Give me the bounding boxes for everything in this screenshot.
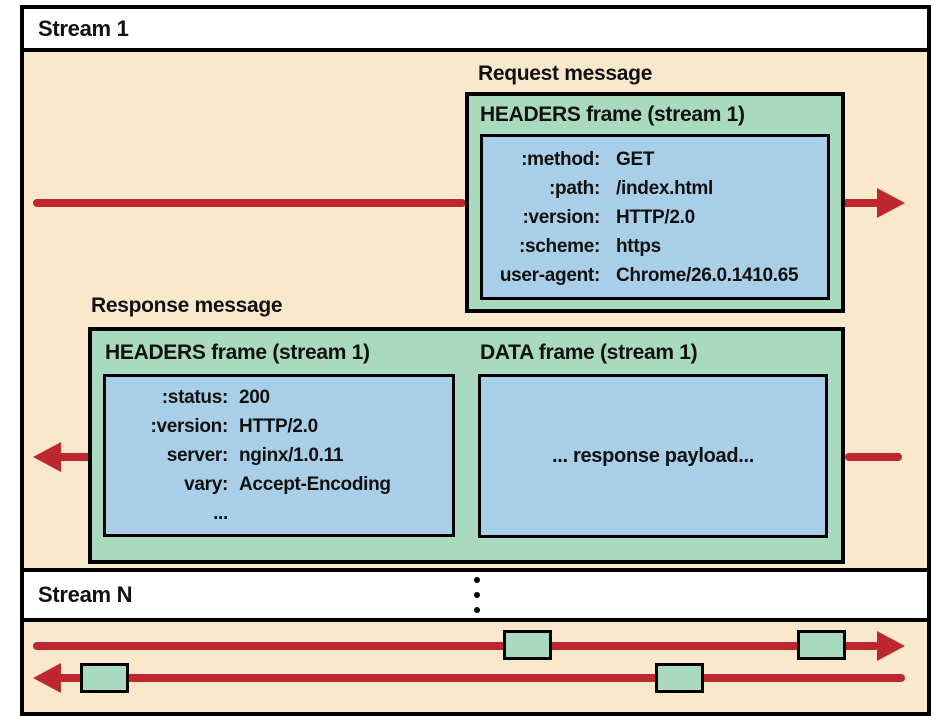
frame-chip-icon	[797, 630, 846, 660]
header-key: vary:	[184, 474, 228, 495]
header-row: :path: /index.html	[483, 174, 827, 203]
header-row: vary: Accept-Encoding	[106, 470, 452, 499]
header-row: :method: GET	[483, 145, 827, 174]
request-headers-box: :method: GET :path: /index.html :version…	[480, 134, 830, 300]
response-headers-box: :status: 200 :version: HTTP/2.0 server: …	[103, 374, 455, 537]
response-arrow-head-icon	[33, 442, 61, 472]
header-row: server: nginx/1.0.11	[106, 441, 452, 470]
response-data-frame: DATA frame (stream 1) ... response paylo…	[478, 331, 828, 538]
stream1-label: Stream 1	[38, 15, 129, 41]
header-row: ...	[106, 499, 452, 528]
frame-chip-icon	[655, 663, 704, 693]
header-value: 200	[239, 387, 270, 408]
streamN-response-arrow-head-icon	[33, 663, 61, 693]
request-arrow-head-icon	[877, 188, 905, 218]
dot	[474, 607, 480, 613]
header-key: :path:	[549, 177, 600, 199]
streamN-lane	[24, 622, 927, 712]
header-row: user-agent: Chrome/26.0.1410.65	[483, 261, 827, 290]
header-key: :status:	[161, 387, 229, 408]
response-arrow-line-left	[58, 453, 90, 461]
header-key: :method:	[521, 148, 600, 170]
response-payload-box: ... response payload...	[478, 374, 828, 538]
request-arrow-line-right	[845, 199, 881, 207]
frame-chip-icon	[80, 663, 129, 693]
header-key: user-agent:	[499, 264, 600, 286]
header-key: ...	[213, 503, 228, 524]
response-headers-frame-title: HEADERS frame (stream 1)	[105, 341, 370, 364]
stream1-title-bar: Stream 1	[24, 9, 927, 48]
vertical-ellipsis-icon	[474, 577, 480, 619]
request-headers-frame: HEADERS frame (stream 1) :method: GET :p…	[465, 92, 845, 313]
streamN-title-bar: Stream N	[24, 572, 927, 618]
header-value: /index.html	[616, 177, 713, 199]
streamN-response-arrow-line	[58, 674, 905, 682]
header-value: HTTP/2.0	[616, 206, 695, 228]
response-payload-text: ... response payload...	[551, 444, 755, 467]
header-row: :scheme: https	[483, 232, 827, 261]
streamN-request-arrow-head-icon	[877, 631, 905, 661]
request-message-label: Request message	[478, 62, 653, 85]
divider	[24, 568, 927, 572]
streamN-label: Stream N	[38, 582, 133, 607]
divider	[24, 48, 927, 52]
header-key: :scheme:	[518, 235, 600, 257]
request-arrow-line-left	[33, 199, 466, 207]
header-row: :version: HTTP/2.0	[106, 412, 452, 441]
frame-chip-icon	[503, 630, 552, 660]
dot	[474, 592, 480, 598]
header-key: :version:	[150, 416, 228, 437]
dot	[474, 577, 480, 583]
header-value: GET	[616, 148, 655, 170]
header-key: :version:	[522, 206, 600, 228]
header-key: server:	[166, 445, 229, 466]
response-arrow-line-right	[845, 453, 902, 461]
connection-frame: Stream 1 Request message HEADERS frame (…	[20, 5, 931, 716]
response-frames-box: HEADERS frame (stream 1) :status: 200 :v…	[88, 327, 845, 564]
header-value: HTTP/2.0	[239, 416, 318, 437]
response-headers-frame: HEADERS frame (stream 1) :status: 200 :v…	[103, 331, 455, 537]
request-frame-title: HEADERS frame (stream 1)	[480, 103, 745, 126]
header-row: :version: HTTP/2.0	[483, 203, 827, 232]
stream1-lane: Request message HEADERS frame (stream 1)…	[24, 52, 927, 568]
response-message-label: Response message	[91, 294, 283, 317]
header-value: https	[616, 235, 661, 257]
header-row: :status: 200	[106, 383, 452, 412]
header-value: Accept-Encoding	[239, 474, 391, 495]
streamN-request-arrow-line	[33, 642, 879, 650]
header-value: Chrome/26.0.1410.65	[616, 264, 799, 286]
header-value: nginx/1.0.11	[239, 445, 344, 466]
data-frame-title: DATA frame (stream 1)	[480, 341, 698, 364]
divider	[24, 618, 927, 622]
